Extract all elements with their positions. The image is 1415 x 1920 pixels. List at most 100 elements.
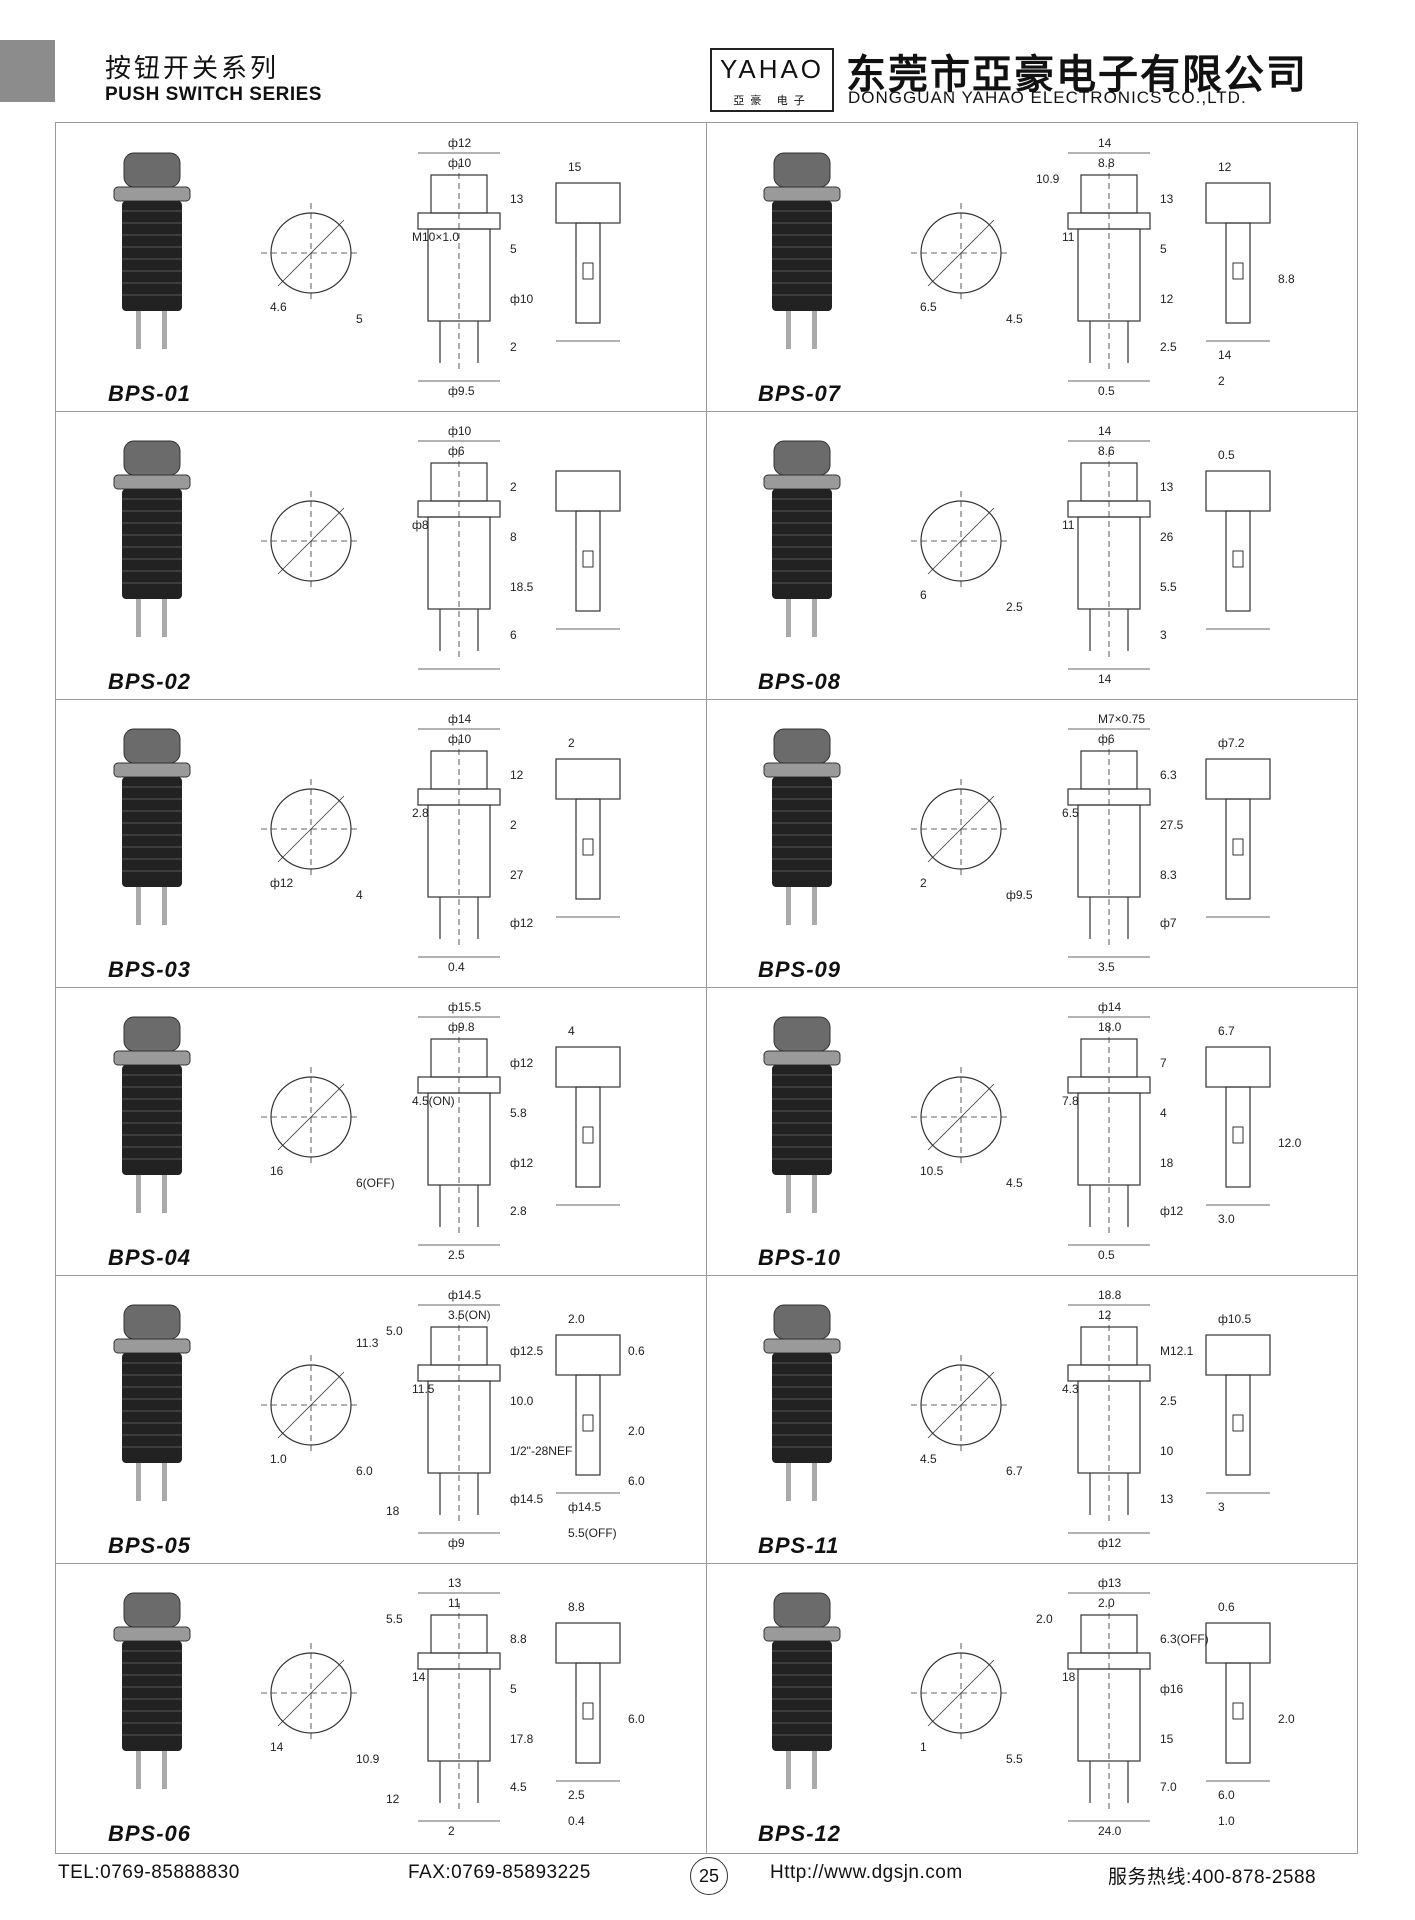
row-divider <box>56 987 1357 988</box>
model-label: BPS-01 <box>108 381 192 406</box>
model-label: BPS-04 <box>108 1245 192 1270</box>
side-view-drawing <box>1067 1592 1151 1822</box>
dimension-label: 4 <box>356 888 363 902</box>
terminal-detail-drawing <box>555 1046 621 1206</box>
dimension-label: 24.0 <box>1098 1824 1122 1838</box>
dimension-label: 8.8 <box>568 1600 585 1614</box>
dimension-label: 27 <box>510 868 524 882</box>
dimension-label: ф12 <box>510 916 534 930</box>
dimension-label: 1 <box>920 1740 927 1754</box>
dimension-label: 0.6 <box>628 1344 645 1358</box>
dimension-label: 14 <box>270 1740 284 1754</box>
yahao-logo: YAHAO 亞豪 电子 <box>710 48 834 112</box>
side-view-drawing <box>417 152 501 382</box>
dimension-label: 14 <box>412 1670 426 1684</box>
switch-photo <box>763 440 841 637</box>
dimension-label: 6(OFF) <box>356 1176 395 1190</box>
dimension-label: 5 <box>356 312 363 326</box>
panel-cutout-drawing <box>261 491 361 591</box>
dimension-label: ф12 <box>510 1156 534 1170</box>
terminal-detail-drawing <box>555 470 621 630</box>
dimension-label: 4.6 <box>270 300 287 314</box>
switch-photo <box>113 440 191 637</box>
model-label: BPS-11 <box>758 1533 840 1558</box>
dimension-labels: 1311148.8517.84.5210.9148.82.56.00.45.51… <box>270 1576 645 1838</box>
footer-website-link[interactable]: Http://www.dgsjn.com <box>770 1862 963 1883</box>
dimension-label: ф14.5 <box>568 1500 602 1514</box>
terminal-detail-drawing <box>1205 1622 1271 1782</box>
dimension-label: 18 <box>1062 1670 1076 1684</box>
dimension-label: ф16 <box>1160 1682 1184 1696</box>
dimension-label: 2.5 <box>448 1248 465 1262</box>
dimension-label: 2.8 <box>412 806 429 820</box>
dimension-label: 17.8 <box>510 1732 534 1746</box>
dimension-label: 2 <box>510 480 517 494</box>
dimension-label: 2.5 <box>1006 600 1023 614</box>
dimension-label: 4.3 <box>1062 1382 1079 1396</box>
switch-photo <box>113 1016 191 1213</box>
dimension-label: 2.5 <box>1160 1394 1177 1408</box>
dimension-label: 5 <box>510 1682 517 1696</box>
dimension-label: 2.0 <box>568 1312 585 1326</box>
side-view-drawing <box>1067 440 1151 670</box>
dimension-label: 12.0 <box>1278 1136 1302 1150</box>
row-divider <box>56 1563 1357 1564</box>
switch-photo <box>763 1304 841 1501</box>
product-drawing: 1311148.8517.84.5210.9148.82.56.00.45.51… <box>113 1576 645 1838</box>
dimension-label: 1.0 <box>1218 1814 1235 1828</box>
dimension-label: ф12 <box>448 136 472 150</box>
dimension-label: 2.5 <box>568 1788 585 1802</box>
dimension-label: 6.3(OFF) <box>1160 1632 1209 1646</box>
dimension-label: 26 <box>1160 530 1174 544</box>
series-title-en: PUSH SWITCH SERIES <box>105 84 322 105</box>
side-view-drawing <box>1067 728 1151 958</box>
dimension-label: 3 <box>1218 1500 1225 1514</box>
dimension-label: 5 <box>1160 242 1167 256</box>
dimension-label: 2 <box>1218 374 1225 388</box>
dimension-label: ф13 <box>1098 1576 1122 1590</box>
terminal-detail-drawing <box>1205 1334 1271 1494</box>
panel-cutout-drawing <box>261 203 361 303</box>
row-divider <box>56 1275 1357 1276</box>
dimension-label: 10.0 <box>510 1394 534 1408</box>
model-label: BPS-07 <box>758 381 842 406</box>
dimension-label: ф14.5 <box>510 1492 544 1506</box>
dimension-label: 8 <box>510 530 517 544</box>
dimension-label: 7.0 <box>1160 1780 1177 1794</box>
dimension-label: ф7 <box>1160 916 1177 930</box>
dimension-label: 8.8 <box>1278 272 1295 286</box>
dimension-label: 5.5(OFF) <box>568 1526 617 1540</box>
dimension-labels: ф132.0186.3(OFF)ф16157.024.05.510.66.02.… <box>920 1576 1295 1838</box>
dimension-label: ф14.5 <box>448 1288 482 1302</box>
dimension-label: 18 <box>386 1504 400 1518</box>
logo-text: YAHAO <box>719 54 825 84</box>
dimension-label: 5.0 <box>386 1324 403 1338</box>
panel-cutout-drawing <box>911 1643 1011 1743</box>
dimension-label: 2 <box>448 1824 455 1838</box>
panel-cutout-drawing <box>911 1067 1011 1167</box>
dimension-label: ф8 <box>412 518 429 532</box>
dimension-label: 1/2"-28NEF <box>510 1444 572 1458</box>
switch-photo <box>113 1592 191 1789</box>
dimension-label: M12.1 <box>1160 1344 1194 1358</box>
model-label: BPS-03 <box>108 957 192 982</box>
switch-photo <box>113 728 191 925</box>
dimension-labels: ф14.53.5(ON)11.5ф12.510.01/2"-28NEFф14.5… <box>270 1288 645 1550</box>
panel-cutout-drawing <box>261 1355 361 1455</box>
side-view-drawing <box>417 1592 501 1822</box>
dimension-label: ф12 <box>510 1056 534 1070</box>
terminal-detail-drawing <box>1205 1046 1271 1206</box>
dimension-label: ф14 <box>1098 1000 1122 1014</box>
side-view-drawing <box>1067 152 1151 382</box>
model-label: BPS-02 <box>108 669 192 694</box>
